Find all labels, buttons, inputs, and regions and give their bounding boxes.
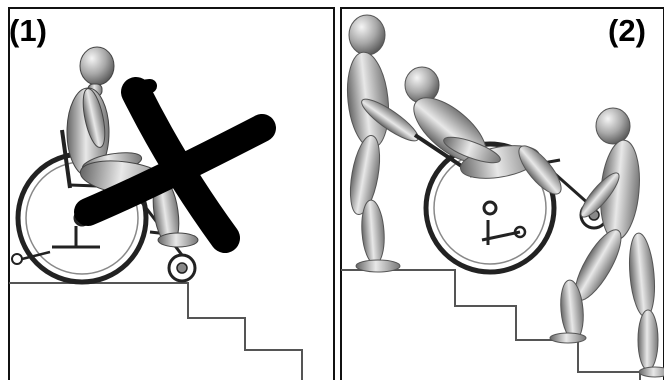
- head: [349, 15, 385, 55]
- panel-1: (1): [9, 8, 334, 380]
- helper-behind: [343, 15, 423, 272]
- helper-front: [550, 108, 664, 377]
- panel-2: (2): [341, 8, 664, 380]
- head: [405, 67, 439, 103]
- head: [80, 47, 114, 85]
- panel-1-stairs: [9, 283, 302, 380]
- seated-person-reclined: [403, 67, 567, 200]
- head: [596, 108, 630, 144]
- panel-1-label: (1): [9, 13, 47, 48]
- panel-2-label: (2): [608, 13, 646, 48]
